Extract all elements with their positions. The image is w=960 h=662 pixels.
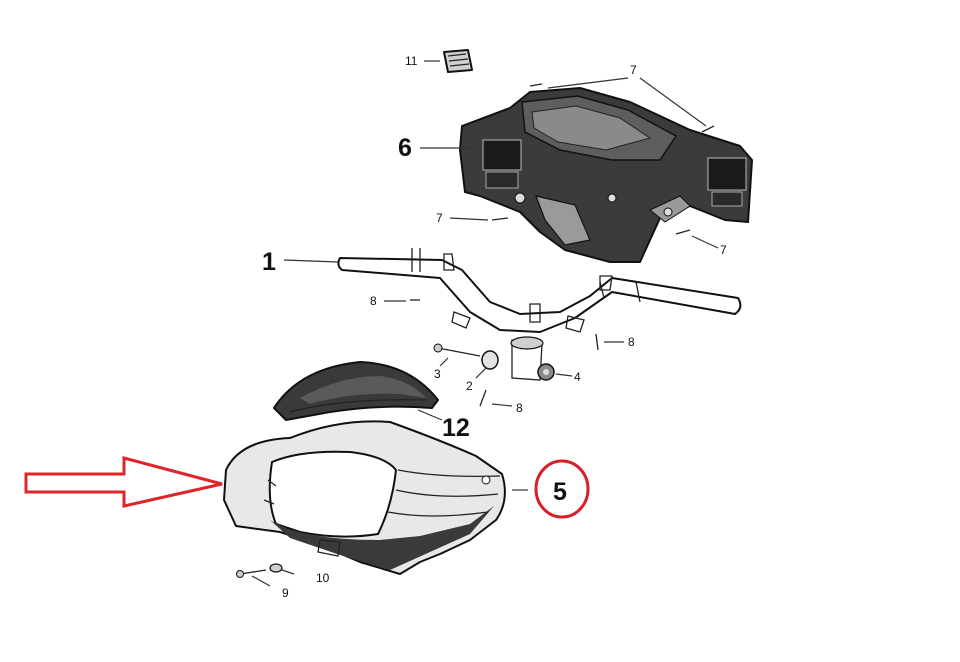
leader-12 (417, 409, 443, 421)
leader-7a-right (639, 77, 707, 127)
part-12-top-cover (273, 361, 439, 421)
part-10-washer (269, 563, 283, 573)
callout-2: 2 (466, 379, 473, 393)
callout-5: 5 (553, 478, 567, 506)
leader-10 (281, 569, 295, 575)
callout-6: 6 (398, 134, 412, 162)
leader-2 (475, 367, 487, 379)
screw-8b (595, 333, 599, 351)
callout-8-left: 8 (370, 294, 377, 308)
screw-8c (479, 389, 487, 407)
callout-1: 1 (262, 248, 276, 276)
callout-9: 9 (282, 586, 289, 600)
part-11-badge (443, 49, 473, 73)
callout-3: 3 (434, 367, 441, 381)
part-2-spacer (481, 350, 499, 370)
part-1-handlebar (337, 248, 742, 381)
leader-9 (251, 575, 271, 587)
callout-11: 11 (405, 54, 418, 68)
leader-3 (439, 357, 449, 367)
callout-7-right: 7 (720, 243, 727, 257)
part-9-screw (236, 569, 267, 578)
part-6-rear-handlebar-cover (459, 87, 753, 263)
leader-1 (283, 259, 339, 263)
leader-4 (555, 373, 573, 377)
screws-7 (491, 83, 715, 235)
callout-4: 4 (574, 370, 581, 384)
callout-7-left: 7 (436, 211, 443, 225)
leader-7a-left (547, 77, 629, 89)
part-3-bolt (433, 343, 481, 357)
part-4-nut (537, 363, 555, 381)
leader-7c (691, 235, 719, 249)
leader-8c (491, 403, 513, 407)
callout-8-right: 8 (628, 335, 635, 349)
highlight-circle (534, 459, 590, 519)
callout-12: 12 (442, 414, 470, 442)
callout-7-top: 7 (630, 63, 637, 77)
callout-10: 10 (316, 571, 330, 585)
leader-7b (449, 217, 489, 221)
callout-8-bottom: 8 (516, 401, 523, 415)
highlight-arrow (24, 456, 223, 508)
part-5-front-handlebar-cover (223, 420, 506, 575)
